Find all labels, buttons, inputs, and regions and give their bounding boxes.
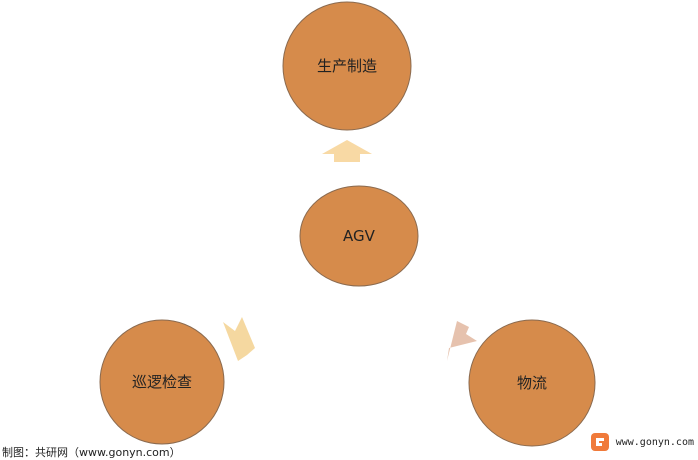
node-logistics-label: 物流 (517, 374, 547, 392)
node-agv-label: AGV (343, 227, 376, 245)
arrow-center-to-left (223, 317, 255, 361)
source-credit: 制图：共研网（www.gonyn.com） (2, 446, 181, 459)
watermark-url: www.gonyn.com (615, 436, 694, 448)
gonyn-logo-icon (590, 433, 609, 451)
arrow-center-to-top (322, 140, 372, 162)
node-production-manufacturing-label: 生产制造 (317, 57, 377, 75)
node-patrol-inspection-label: 巡逻检查 (132, 373, 192, 391)
node-production-manufacturing (282, 1, 412, 131)
watermark: www.gonyn.com (590, 432, 694, 452)
node-logistics (468, 319, 596, 447)
node-patrol-inspection (99, 319, 225, 445)
arrow-center-to-right (447, 321, 477, 361)
node-agv (299, 185, 419, 287)
